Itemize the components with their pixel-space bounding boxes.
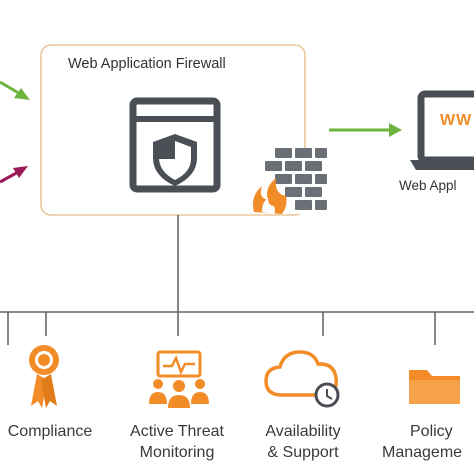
feature-label-line1: Compliance [7, 423, 93, 440]
feature-label-line1: Policy [410, 423, 453, 440]
fire-icon [253, 178, 287, 214]
feature-label-line2: Monitoring [139, 444, 215, 461]
laptop-screen-text: WW [440, 112, 473, 129]
feature-label-active-threat-monitoring: Active Threat Monitoring [122, 421, 232, 463]
feature-label-availability-support: Availability & Support [248, 421, 358, 463]
feature-label-policy-management: Policy Manageme [380, 421, 474, 463]
waf-title: Web Application Firewall [68, 56, 226, 72]
browser-shield-icon [129, 97, 221, 193]
feature-label-compliance: Compliance [0, 421, 105, 442]
laptop-icon [410, 90, 474, 170]
feature-label-line2: Manageme [382, 444, 463, 461]
folder-icon [409, 370, 460, 404]
feature-label-line2: & Support [267, 444, 339, 461]
connector-lines [0, 215, 474, 345]
web-app-label: Web Appl [399, 178, 457, 193]
waf-box [40, 44, 306, 216]
feature-label-line1: Active Threat [130, 423, 224, 440]
incoming-magenta-arrow [0, 166, 28, 184]
incoming-green-arrow [0, 80, 30, 100]
award-ribbon-icon [29, 345, 59, 408]
feature-label-line1: Availability [265, 423, 341, 440]
cloud-clock-icon [264, 350, 340, 408]
firewall-bricks-icon [264, 148, 327, 214]
outgoing-green-arrow [329, 123, 402, 137]
monitoring-team-icon [149, 350, 209, 408]
